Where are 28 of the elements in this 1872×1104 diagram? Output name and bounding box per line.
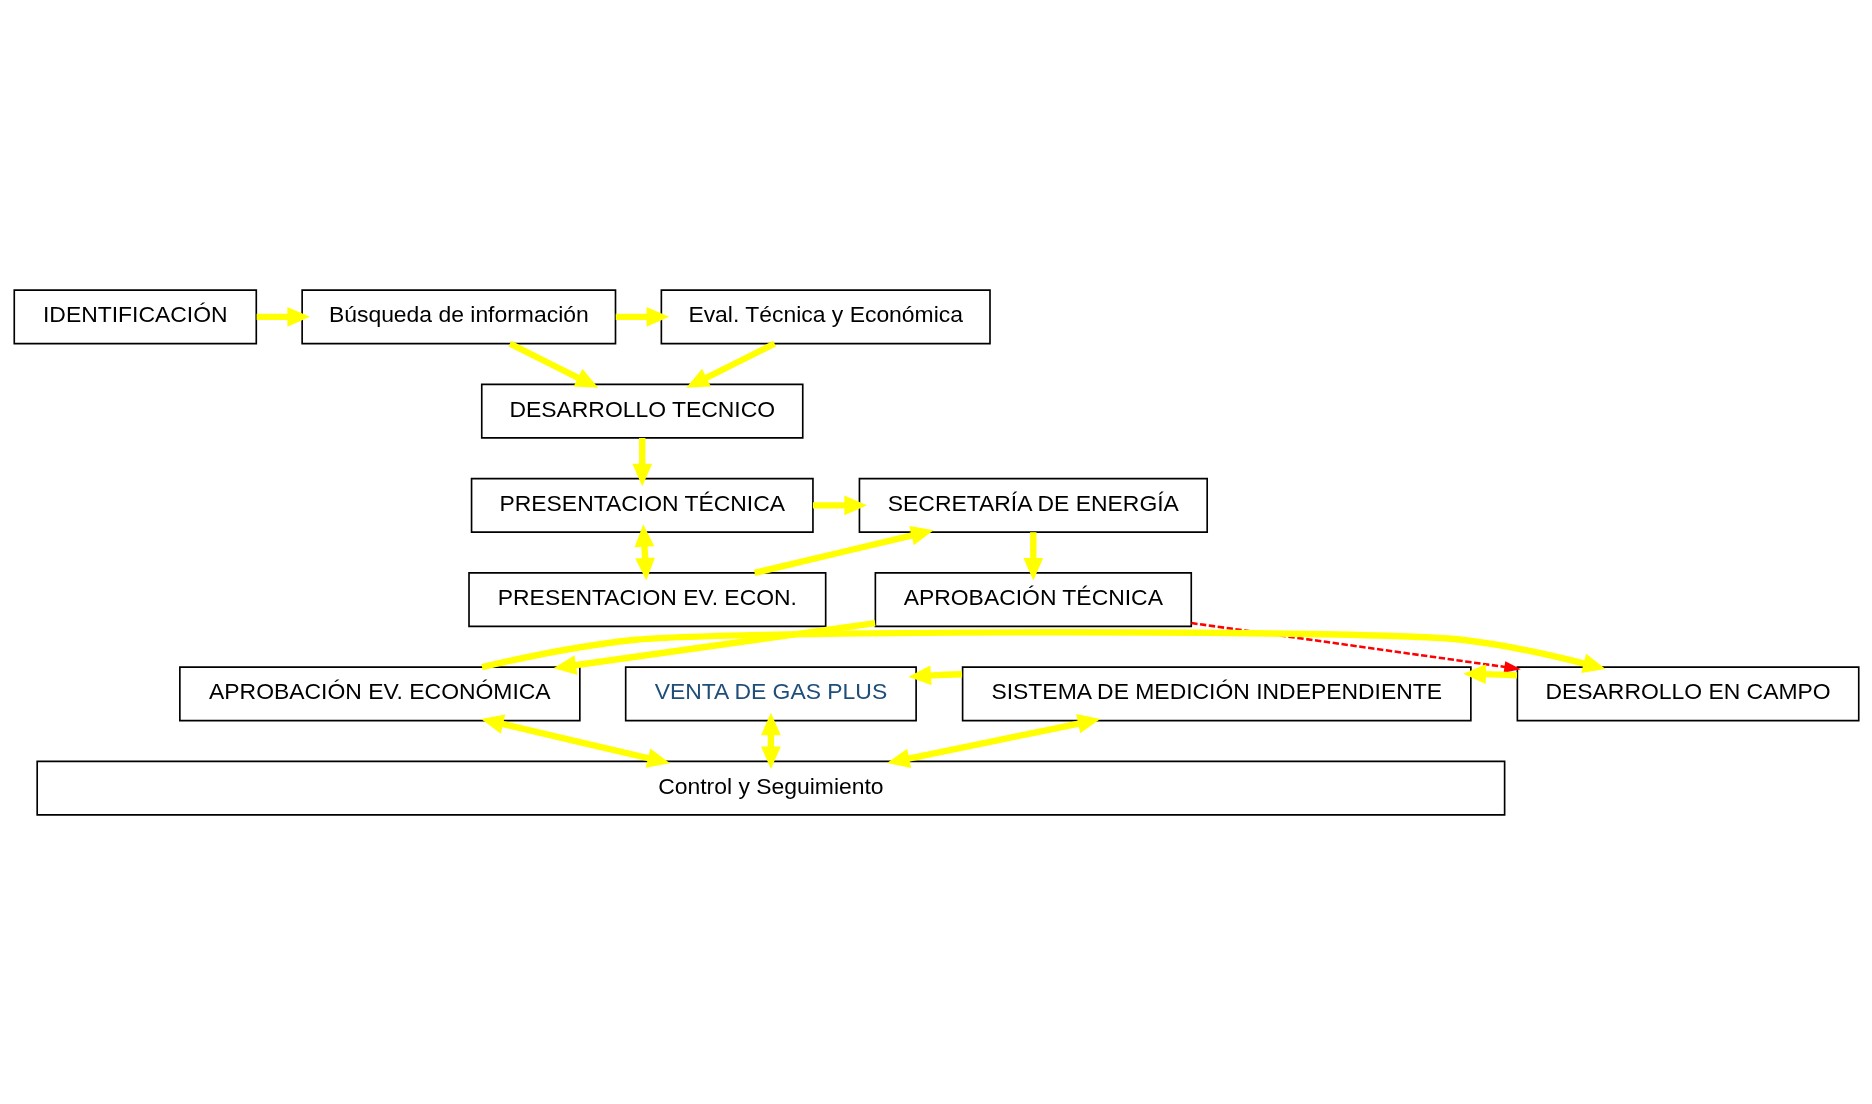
node-box: APROBACIÓN TÉCNICA [874, 571, 1192, 627]
arrow [685, 340, 776, 388]
node-box: SISTEMA DE MEDICIÓN INDEPENDIENTE [961, 665, 1472, 721]
node-box: Control y Seguimiento [35, 760, 1505, 816]
arrow [631, 437, 652, 486]
arrow [1022, 531, 1043, 581]
arrow [812, 494, 867, 515]
arrow [634, 523, 655, 581]
arrow [760, 712, 781, 769]
node-box: PRESENTACION TÉCNICA [470, 477, 814, 533]
arrow [886, 713, 1100, 768]
arrow [615, 306, 669, 327]
node-box: IDENTIFICACIÓN [12, 288, 257, 344]
node-box: DESARROLLO EN CAMPO [1516, 665, 1860, 721]
arrow [1462, 663, 1517, 684]
arrow [553, 619, 876, 675]
node-box: DESARROLLO TECNICO [480, 383, 804, 439]
node-box: PRESENTACION EV. ECON. [467, 571, 826, 627]
arrow [480, 713, 670, 768]
node-box: VENTA DE GAS PLUS [624, 665, 917, 721]
arrow [508, 340, 598, 388]
arrow [907, 665, 962, 685]
node-box: Búsqueda de información [300, 288, 616, 344]
arrow [1190, 621, 1521, 673]
node-box: APROBACIÓN EV. ECONÓMICA [178, 665, 581, 721]
node-box: SECRETARÍA DE ENERGÍA [858, 477, 1208, 533]
node-box: Eval. Técnica y Económica [660, 288, 991, 344]
arrow [753, 525, 934, 576]
